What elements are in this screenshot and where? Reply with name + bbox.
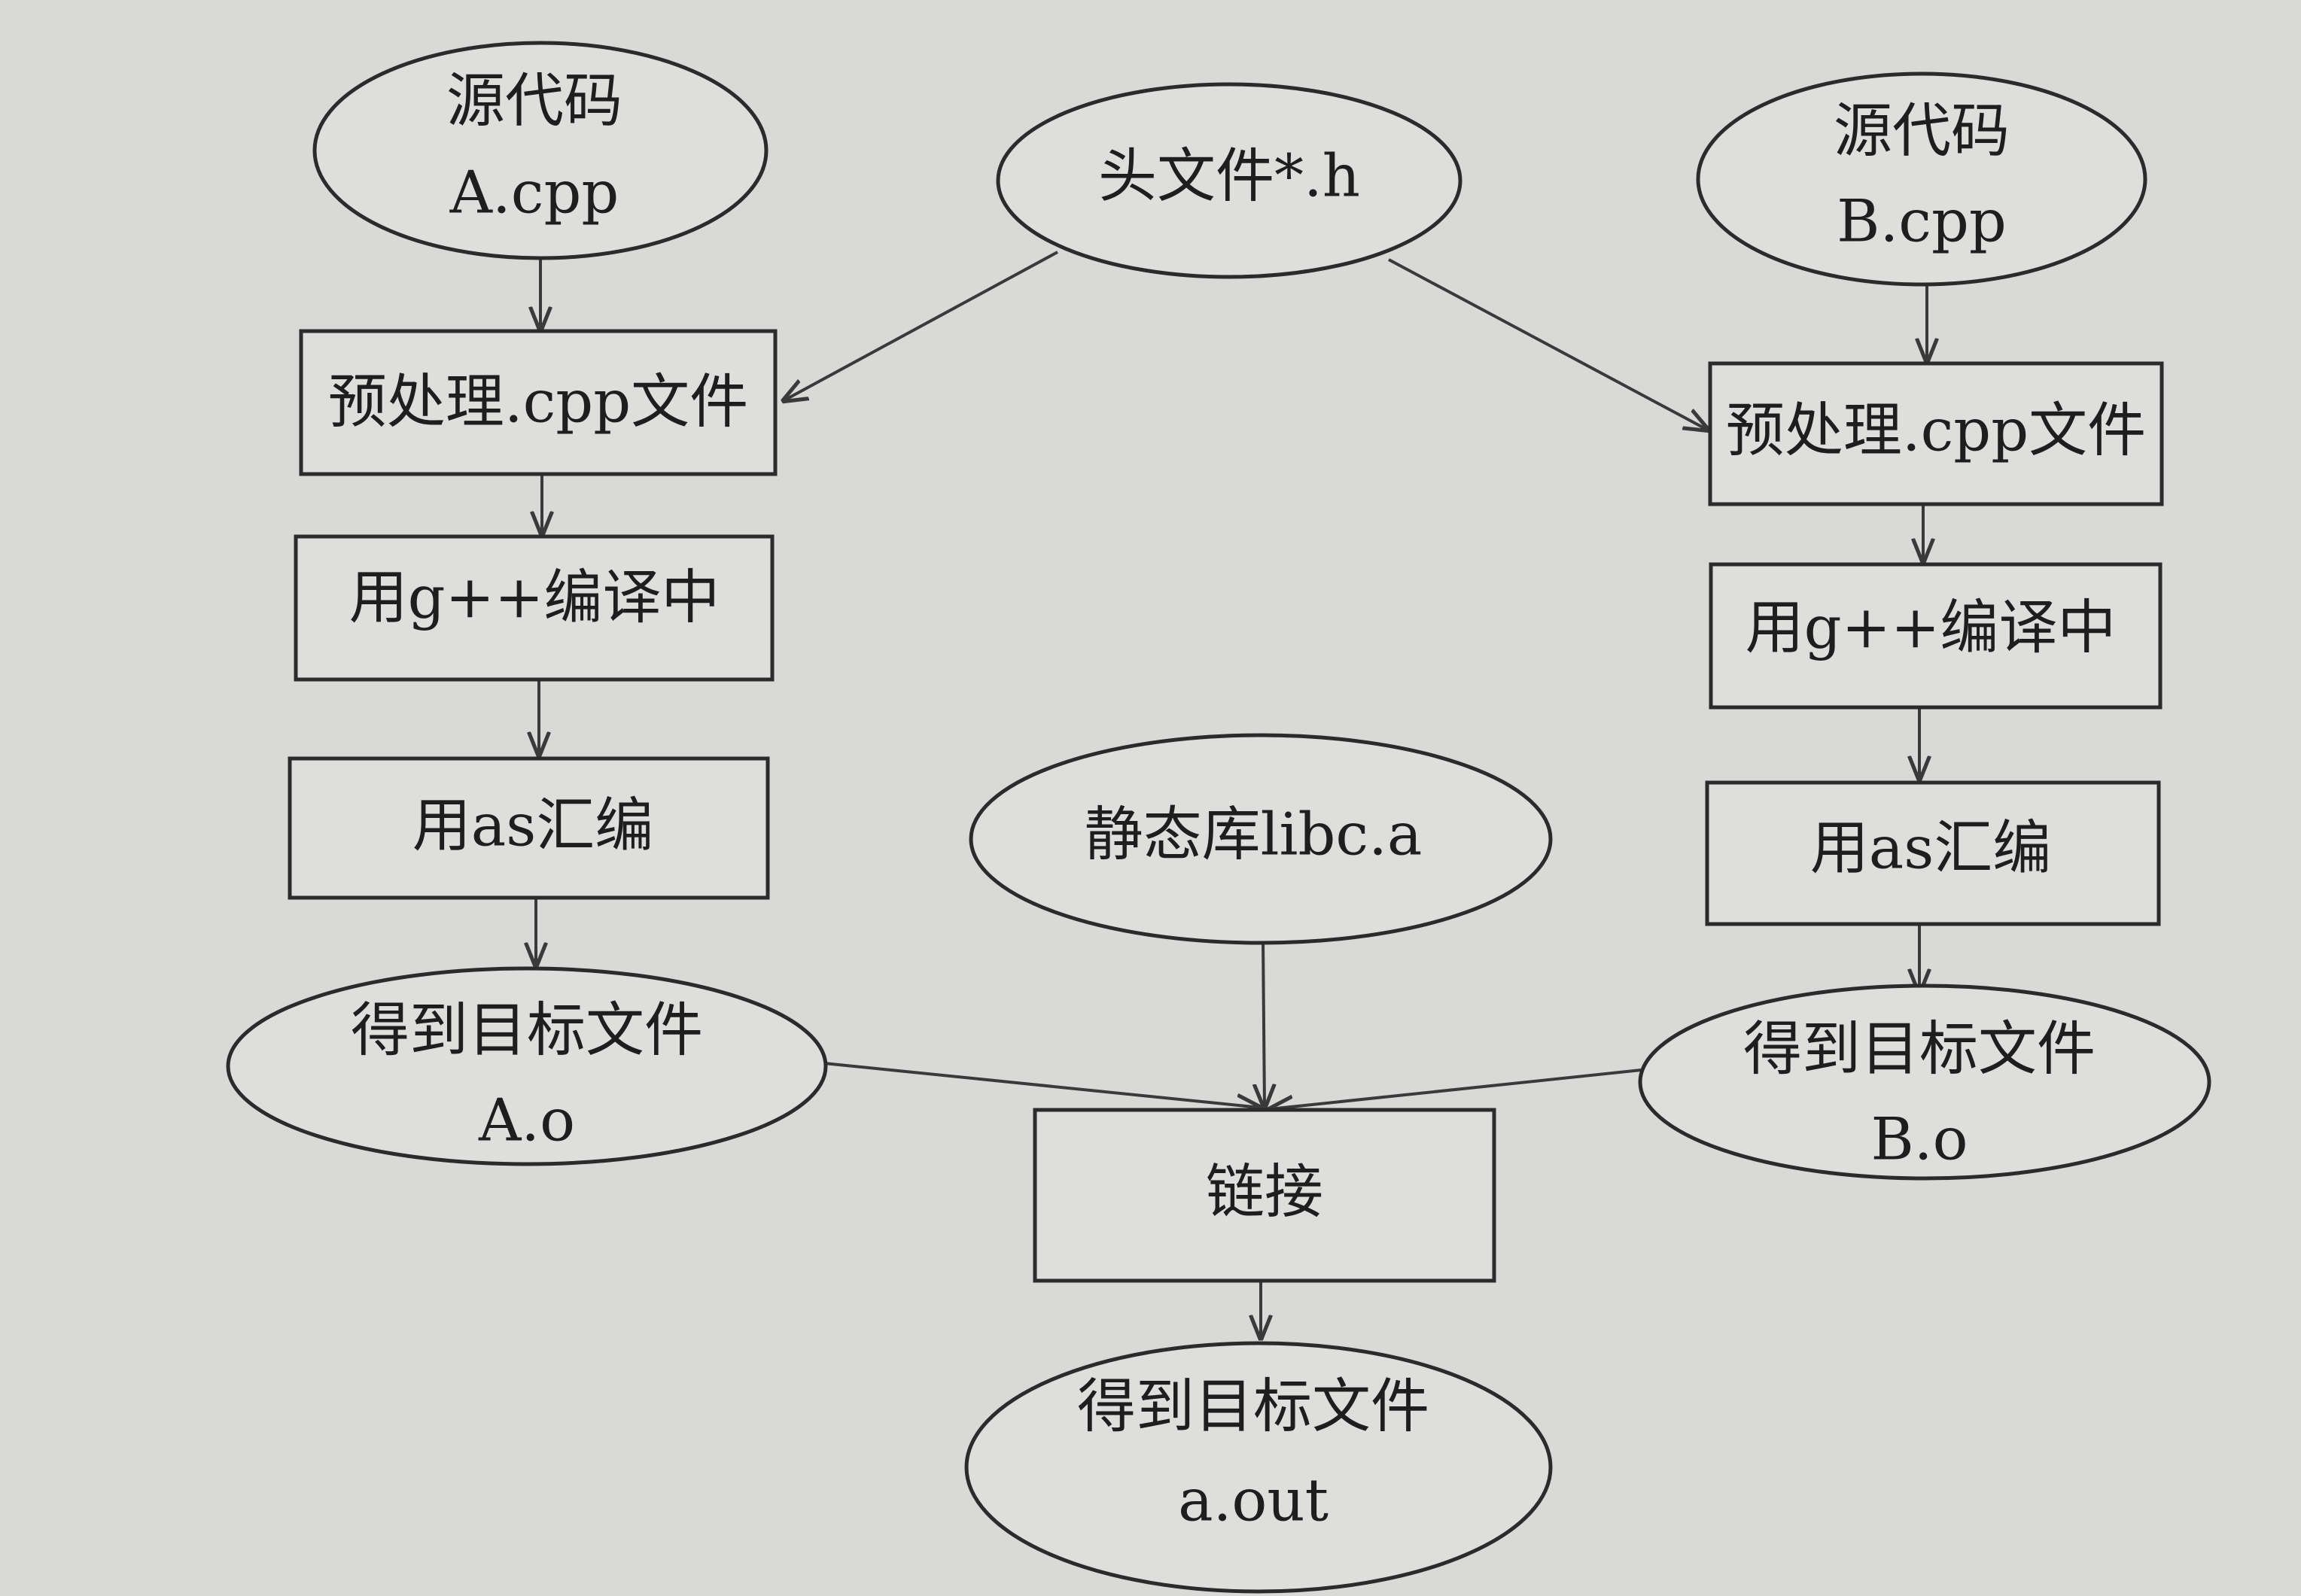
node-source-b-filename: B.cpp	[1837, 188, 2007, 256]
edge-header-to-pre-a	[783, 251, 1058, 401]
node-object-a-title: 得到目标文件	[351, 997, 703, 1065]
edge-obj-b-to-link	[1269, 1069, 1642, 1109]
node-object-b: 得到目标文件 B.o	[1638, 983, 2211, 1181]
node-static-library: 静态库libc.a	[969, 733, 1553, 945]
node-compile-a: 用g++编译中	[294, 534, 775, 682]
edge-obj-a-to-link	[823, 1062, 1261, 1108]
node-header-file: 头文件*.h	[996, 82, 1462, 279]
node-link: 链接	[1033, 1108, 1496, 1283]
node-object-a: 得到目标文件 A.o	[226, 966, 828, 1166]
node-source-b-title: 源代码	[1834, 98, 2010, 166]
node-assemble-a-label: 用as汇编	[412, 792, 654, 860]
edges	[536, 251, 1927, 1339]
node-source-b: 源代码 B.cpp	[1696, 71, 2147, 287]
node-output-filename: a.out	[1178, 1467, 1329, 1535]
node-compile-b: 用g++编译中	[1709, 562, 2163, 710]
node-preprocess-b-label: 预处理.cpp文件	[1726, 397, 2146, 465]
node-output: 得到目标文件 a.out	[964, 1341, 1553, 1594]
node-assemble-b-label: 用as汇编	[1810, 815, 2052, 883]
edge-header-to-pre-b	[1388, 258, 1709, 430]
node-object-b-filename: B.o	[1870, 1106, 1968, 1174]
node-static-library-label: 静态库libc.a	[1085, 801, 1423, 869]
node-source-a: 源代码 A.cpp	[312, 41, 769, 260]
node-preprocess-a-label: 预处理.cpp文件	[328, 369, 748, 436]
node-object-a-filename: A.o	[478, 1087, 575, 1155]
node-output-title: 得到目标文件	[1077, 1373, 1429, 1441]
node-source-a-filename: A.cpp	[449, 160, 619, 227]
node-header-file-label: 头文件*.h	[1098, 143, 1360, 211]
node-assemble-b: 用as汇编	[1705, 780, 2161, 926]
node-assemble-a: 用as汇编	[288, 756, 770, 900]
node-compile-b-label: 用g++编译中	[1746, 594, 2117, 662]
edge-static-lib-to-link	[1263, 940, 1265, 1108]
node-preprocess-a: 预处理.cpp文件	[299, 329, 778, 476]
node-preprocess-b: 预处理.cpp文件	[1708, 361, 2164, 506]
node-object-b-title: 得到目标文件	[1743, 1016, 2096, 1084]
node-link-label: 链接	[1206, 1159, 1323, 1227]
node-source-a-title: 源代码	[446, 68, 622, 135]
node-compile-a-label: 用g++编译中	[349, 564, 720, 632]
